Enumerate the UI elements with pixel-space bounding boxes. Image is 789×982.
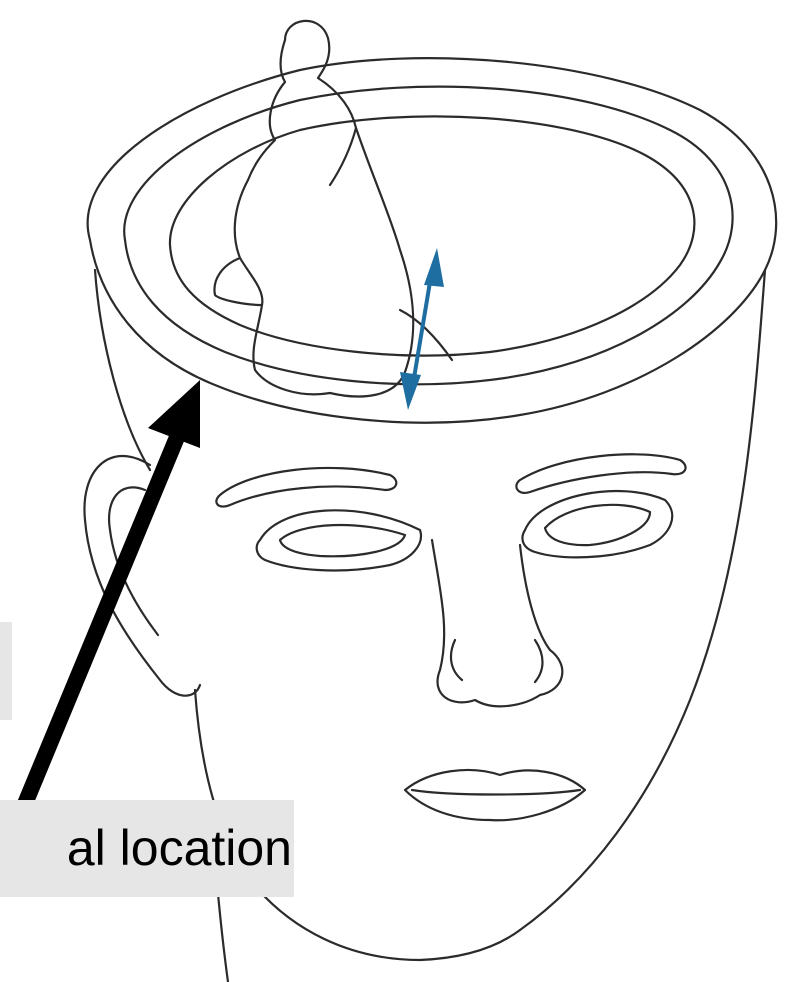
right-eye-outer [522,491,672,557]
figure-legs [240,128,356,305]
head-left-side [95,270,150,470]
skull-rim-inner [124,87,732,385]
left-eyebrow [216,468,396,507]
right-eye-inner [545,505,650,545]
ear-outer [84,456,200,696]
seated-figure [214,21,413,397]
skull-opening [170,116,694,355]
left-eye-outer [257,510,421,570]
nose [432,540,562,706]
mouth-line [412,790,580,795]
location-label: al location [0,800,294,897]
left-label-box [0,622,12,720]
right-eyebrow [516,454,685,493]
nose-nostrils [451,640,543,682]
black-arrow-icon [10,380,200,840]
head-right-side [520,270,765,930]
skull-rim-outer [88,58,777,423]
left-eye-inner [280,525,405,556]
